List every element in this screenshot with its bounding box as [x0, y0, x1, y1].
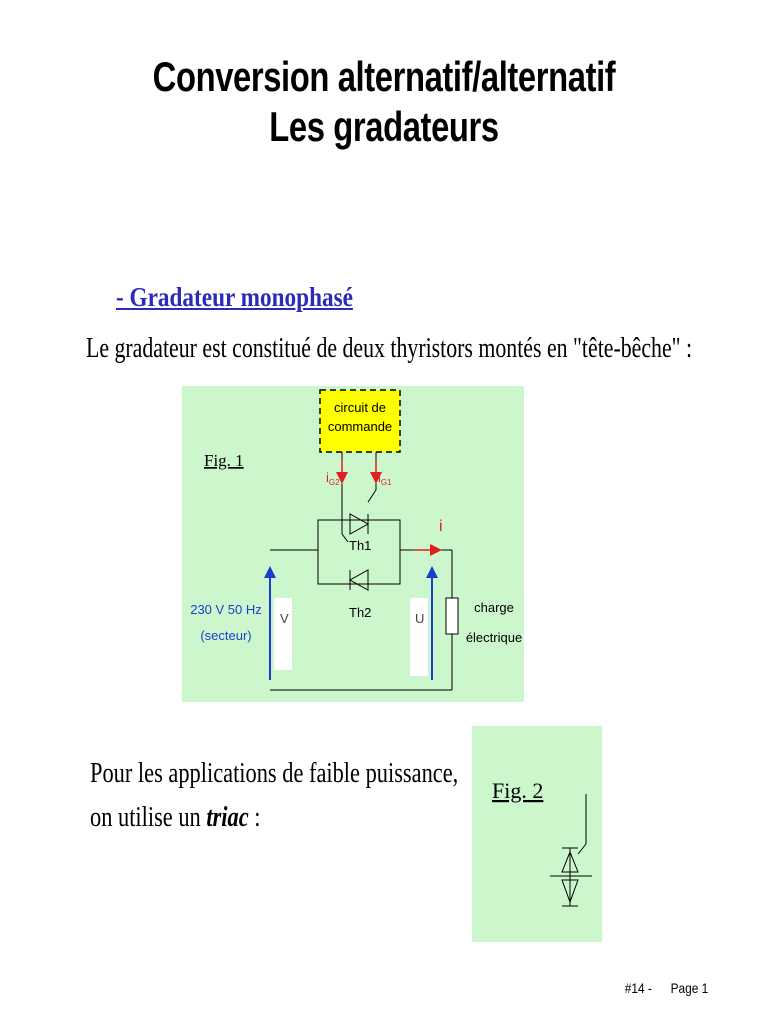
page-number: Page 1: [670, 980, 708, 996]
slide-number: #14 -: [624, 980, 652, 996]
control-circuit-box: [319, 389, 401, 453]
fig1-label: Fig. 1: [204, 451, 244, 470]
paragraph-line-2: on utilise un triac :: [90, 802, 261, 833]
figure-2-triac: Fig. 2: [472, 726, 602, 942]
u-label: U: [415, 611, 424, 626]
triac-upper-diode: [561, 850, 579, 873]
v-box: [274, 598, 292, 670]
th2-label: Th2: [349, 605, 371, 620]
th1-symbol: [349, 513, 370, 535]
load-resistor: [445, 597, 459, 635]
page-footer: #14 - Page 1: [624, 980, 708, 996]
source-label-line-1: 230 V 50 Hz: [190, 602, 262, 617]
paragraph-line-1: Pour les applications de faible puissanc…: [90, 758, 459, 789]
v-label: V: [280, 611, 289, 626]
control-circuit-line-1: circuit de: [334, 400, 386, 415]
intro-text: Le gradateur est constitué de deux thyri…: [86, 333, 693, 364]
load-label-line-1: charge: [474, 600, 514, 615]
ig1-label: iG1: [378, 470, 392, 487]
triac-word: triac: [206, 802, 249, 833]
triac-lower-diode: [561, 879, 579, 904]
source-label-line-2: (secteur): [200, 628, 251, 643]
page-title: Conversion alternatif/alternatif Les gra…: [84, 52, 683, 152]
u-box: [410, 598, 428, 676]
control-circuit-line-2: commande: [328, 419, 392, 434]
section-heading: - Gradateur monophasé: [116, 282, 353, 312]
gradateur-circuit-diagram: Fig. 1 circuit de commande iG2 iG1 Th1 T…: [190, 389, 522, 691]
title-line-1: Conversion alternatif/alternatif: [152, 53, 616, 100]
ig2-label: iG2: [326, 470, 340, 487]
fig2-label: Fig. 2: [492, 778, 543, 803]
current-label: i: [439, 518, 443, 535]
triac-paragraph: Pour les applications de faible puissanc…: [90, 752, 458, 840]
triac-symbol-diagram: Fig. 2: [492, 778, 592, 907]
title-line-2: Les gradateurs: [269, 103, 499, 150]
th1-label: Th1: [349, 538, 371, 553]
th2-symbol: [348, 569, 369, 591]
figure-1-circuit: Fig. 1 circuit de commande iG2 iG1 Th1 T…: [182, 386, 524, 702]
load-label-line-2: électrique: [466, 630, 522, 645]
